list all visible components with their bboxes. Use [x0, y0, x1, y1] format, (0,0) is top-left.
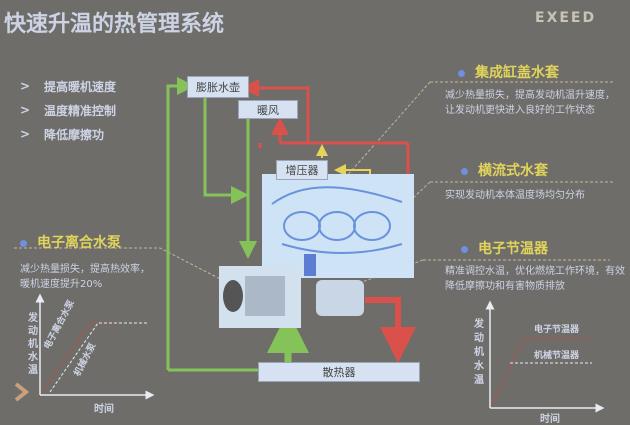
- feature-head-jacket-desc: 减少热量损失，提高发动机温升速度， 让发动机更快进入良好的工作状态: [445, 90, 615, 116]
- feature-thermostat: 电子节温器: [461, 238, 548, 258]
- bullet-dot-icon: [461, 245, 468, 253]
- engine-water-jacket-image: [262, 174, 414, 278]
- bullet-dot-icon: [461, 167, 468, 175]
- feature-cross-flow-desc: 实现发动机本体温度场均匀分布: [445, 190, 585, 201]
- benefit-item: >降低摩擦功: [20, 127, 105, 142]
- slide-title: 快速升温的热管理系统: [4, 12, 225, 37]
- turbocharger-box: 增压器: [276, 160, 328, 180]
- feature-pump-desc: 减少热量损失，提高热效率，: [20, 264, 150, 275]
- right-chart: [485, 300, 605, 413]
- chevron-right-icon: >: [20, 103, 31, 117]
- benefit-item: >温度精准控制: [20, 103, 117, 118]
- chevron-right-icon: >: [20, 127, 31, 141]
- right-chart-xlabel: 时间: [540, 414, 560, 425]
- heater-box: 暖风: [238, 100, 298, 119]
- feature-pump: 电子离合水泵 减少热量损失，提高热效率， 暖机速度提升20%: [20, 235, 150, 290]
- radiator-box: 散热器: [258, 362, 420, 382]
- left-chart-xlabel: 时间: [94, 404, 114, 415]
- right-chart-ylabel: 发动机水温: [474, 319, 484, 386]
- expansion-tank-box: 膨胀水壶: [187, 76, 249, 98]
- chevron-right-icon: [14, 382, 30, 402]
- right-chart-series-a: 电子节温器: [534, 325, 580, 335]
- bullet-dot-icon: [20, 239, 27, 247]
- bullet-dot-icon: [458, 69, 465, 77]
- feature-head-jacket: 集成缸盖水套: [458, 62, 559, 82]
- right-chart-series-b: 机械节温器: [534, 351, 580, 361]
- left-chart-ylabel: 发动机水温: [28, 313, 38, 376]
- water-pump-image: [219, 266, 301, 328]
- thermostat-image: [316, 280, 364, 316]
- left-chart: [35, 293, 155, 400]
- brand-logo: EXEED: [535, 10, 597, 26]
- feature-pump-desc: 暖机速度提升20%: [20, 279, 103, 290]
- chevron-right-icon: >: [20, 79, 31, 93]
- benefit-list: >提高暖机速度 >温度精准控制 >降低摩擦功: [20, 74, 116, 146]
- feature-thermostat-desc: 精准调控水温，优化燃烧工作环境，有效 降低摩擦功和有害物质排放: [445, 266, 625, 292]
- feature-cross-flow: 横流式水套: [461, 160, 548, 180]
- benefit-item: >提高暖机速度: [20, 79, 117, 94]
